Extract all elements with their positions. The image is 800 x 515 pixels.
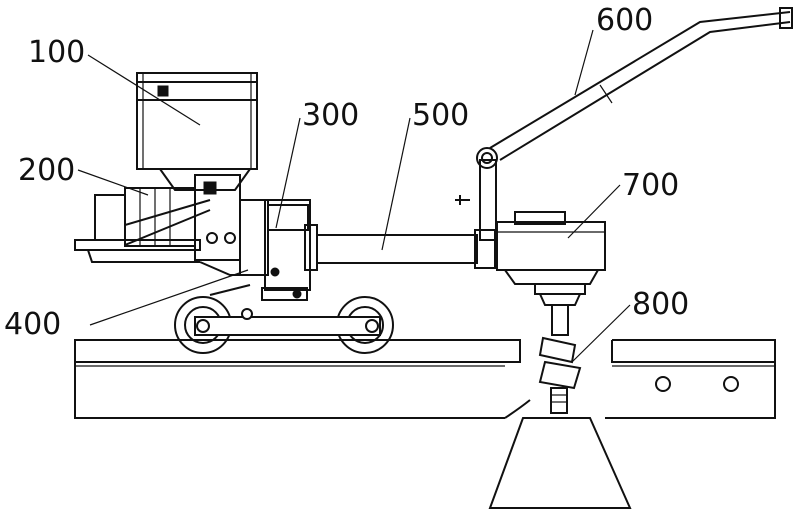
drive-head-700 bbox=[497, 212, 605, 305]
label-400: 400 bbox=[4, 307, 61, 342]
shaft-500 bbox=[317, 230, 495, 268]
label-300: 300 bbox=[302, 98, 359, 133]
spindle-800 bbox=[540, 305, 580, 413]
rail-right bbox=[605, 340, 775, 418]
label-700: 700 bbox=[622, 168, 679, 203]
hopper-100 bbox=[137, 73, 257, 190]
rail-left bbox=[75, 340, 530, 418]
label-100: 100 bbox=[28, 35, 85, 70]
leader-lines bbox=[78, 30, 630, 362]
label-500: 500 bbox=[412, 98, 469, 133]
label-200: 200 bbox=[18, 153, 75, 188]
label-600: 600 bbox=[596, 3, 653, 38]
label-800: 800 bbox=[632, 287, 689, 322]
handle-600 bbox=[455, 8, 792, 240]
rail-sleeper bbox=[490, 418, 630, 508]
motor-200 bbox=[75, 188, 210, 262]
wheel-assembly bbox=[175, 285, 393, 353]
